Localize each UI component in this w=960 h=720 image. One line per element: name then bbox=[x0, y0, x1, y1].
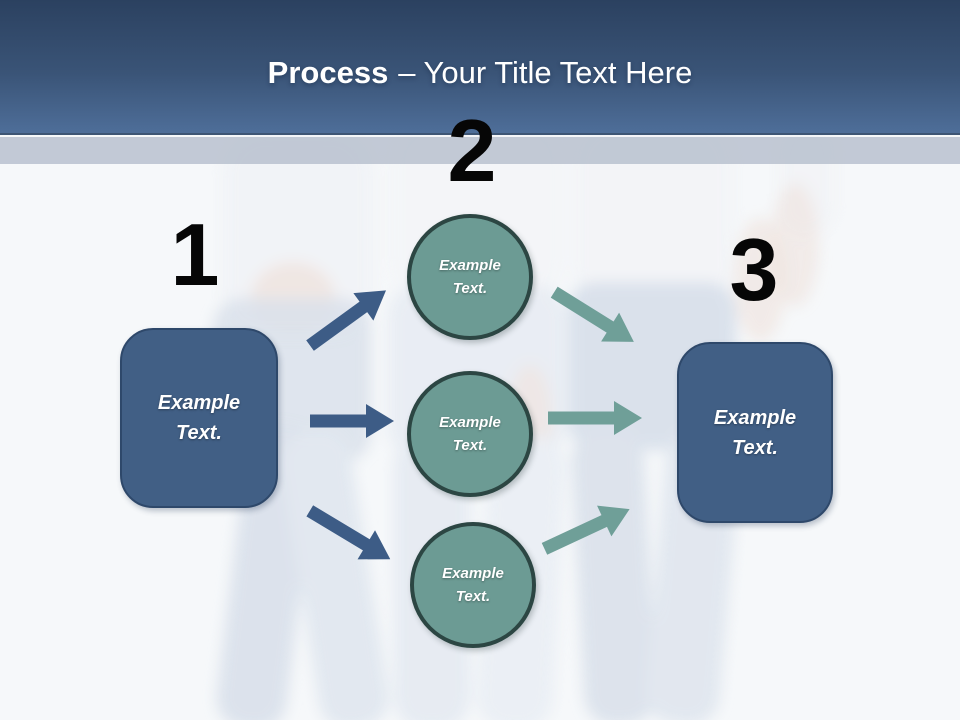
arrow-right-icon bbox=[310, 404, 394, 438]
arrow-right-icon bbox=[548, 401, 642, 435]
subheader-band bbox=[0, 137, 960, 164]
step-number-3: 3 bbox=[729, 220, 779, 319]
title-keyword: Process bbox=[267, 55, 389, 90]
process-step-box-3: Example Text. bbox=[677, 342, 833, 523]
process-circle-3: Example Text. bbox=[410, 522, 536, 648]
process-circle-1-label: Example Text. bbox=[439, 256, 501, 297]
arrow-down-right-icon bbox=[301, 496, 399, 574]
header-band bbox=[0, 0, 960, 135]
arrow-up-right-icon bbox=[300, 277, 396, 360]
process-step-box-1: Example Text. bbox=[120, 328, 278, 508]
page-title: Process – Your Title Text Here bbox=[0, 54, 960, 92]
title-text: – Your Title Text Here bbox=[398, 55, 693, 90]
process-step-box-1-label: Example Text. bbox=[157, 392, 241, 444]
process-circle-2-label: Example Text. bbox=[439, 413, 501, 454]
arrow-down-right-icon bbox=[545, 278, 643, 357]
process-step-box-3-label: Example Text. bbox=[713, 406, 797, 459]
process-circle-3-label: Example Text. bbox=[442, 564, 504, 605]
step-number-2: 2 bbox=[447, 101, 497, 200]
arrow-up-right-icon bbox=[537, 494, 637, 565]
process-circle-1: Example Text. bbox=[407, 214, 533, 340]
step-number-1: 1 bbox=[170, 205, 220, 304]
process-circle-2: Example Text. bbox=[407, 371, 533, 497]
